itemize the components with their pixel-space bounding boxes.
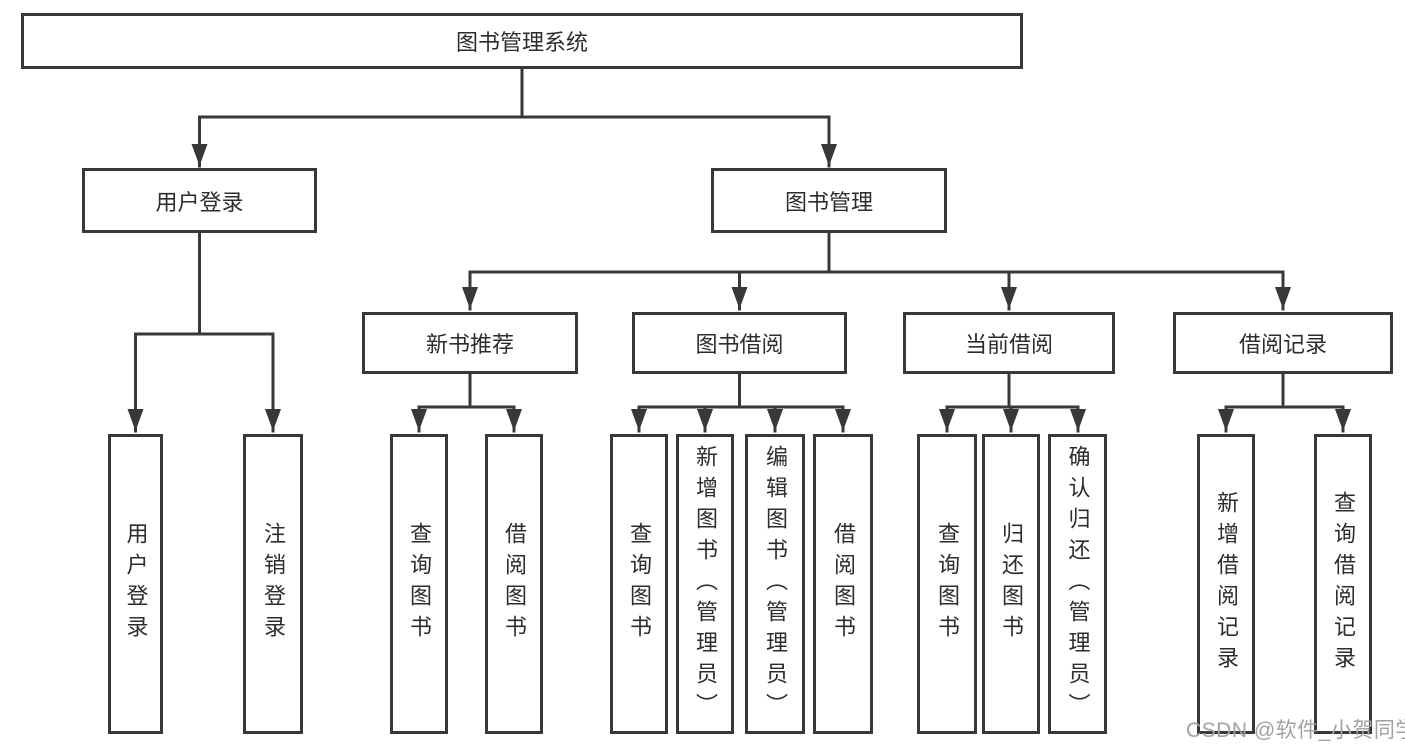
leaf-borrowing-borrow-books-label: 借阅图书	[831, 522, 856, 646]
leaf-recommend-query-books: 查询图书	[390, 434, 448, 734]
leaf-records-query-record-label: 查询借阅记录	[1331, 491, 1356, 677]
leaf-current-query-books: 查询图书	[917, 434, 977, 734]
node-book-borrowing: 图书借阅	[632, 312, 847, 374]
leaf-recommend-query-books-label: 查询图书	[407, 522, 432, 646]
leaf-borrowing-edit-books-admin-label: 编辑图书（管理员）	[763, 444, 788, 724]
node-borrowing-records: 借阅记录	[1173, 312, 1393, 374]
connector-current-borrowing-children	[939, 372, 1086, 433]
leaf-borrowing-add-books-admin: 新增图书（管理员）	[676, 434, 734, 734]
leaf-logout-label: 注销登录	[261, 522, 286, 646]
node-book-management-label: 图书管理	[784, 189, 873, 215]
leaf-records-query-record: 查询借阅记录	[1314, 434, 1372, 734]
leaf-current-confirm-return-admin-label: 确认归还（管理员）	[1065, 444, 1091, 724]
connector-root-to-level2	[191, 67, 837, 168]
leaf-user-login-label: 用户登录	[123, 522, 149, 646]
leaf-borrowing-edit-books-admin: 编辑图书（管理员）	[745, 434, 805, 734]
leaf-recommend-borrow-books: 借阅图书	[485, 434, 543, 734]
node-current-borrowing: 当前借阅	[903, 312, 1115, 374]
node-current-borrowing-label: 当前借阅	[964, 332, 1053, 357]
connector-new-book-recommend-children	[411, 372, 522, 433]
node-new-book-recommend-label: 新书推荐	[425, 332, 514, 357]
leaf-current-confirm-return-admin: 确认归还（管理员）	[1048, 434, 1107, 734]
leaf-current-query-books-label: 查询图书	[935, 522, 960, 646]
node-user-login-label: 用户登录	[155, 189, 244, 215]
leaf-borrowing-query-books-label: 查询图书	[627, 522, 652, 646]
leaf-user-login: 用户登录	[108, 434, 163, 734]
leaf-borrowing-borrow-books: 借阅图书	[813, 434, 873, 734]
node-root: 图书管理系统	[21, 13, 1023, 69]
leaf-recommend-borrow-books-label: 借阅图书	[502, 522, 527, 646]
node-book-management: 图书管理	[711, 168, 947, 233]
node-borrowing-records-label: 借阅记录	[1238, 332, 1327, 357]
node-new-book-recommend: 新书推荐	[362, 312, 578, 374]
leaf-records-add-record: 新增借阅记录	[1197, 434, 1255, 734]
node-user-login: 用户登录	[82, 168, 317, 233]
leaf-current-return-books-label: 归还图书	[999, 522, 1024, 646]
connector-borrowing-records-children	[1218, 372, 1351, 433]
leaf-records-add-record-label: 新增借阅记录	[1214, 491, 1239, 677]
watermark: CSDN @软件_小贺同学	[1186, 719, 1405, 742]
leaf-borrowing-add-books-admin-label: 新增图书（管理员）	[693, 444, 718, 724]
leaf-borrowing-query-books: 查询图书	[610, 434, 668, 734]
leaf-current-return-books: 归还图书	[982, 434, 1040, 734]
node-book-borrowing-label: 图书借阅	[695, 332, 784, 357]
connector-book-management-children	[462, 231, 1291, 311]
connector-user-login-children	[127, 231, 281, 433]
node-root-label: 图书管理系统	[455, 30, 588, 55]
connector-book-borrowing-children	[631, 372, 851, 433]
leaf-logout: 注销登录	[243, 434, 303, 734]
